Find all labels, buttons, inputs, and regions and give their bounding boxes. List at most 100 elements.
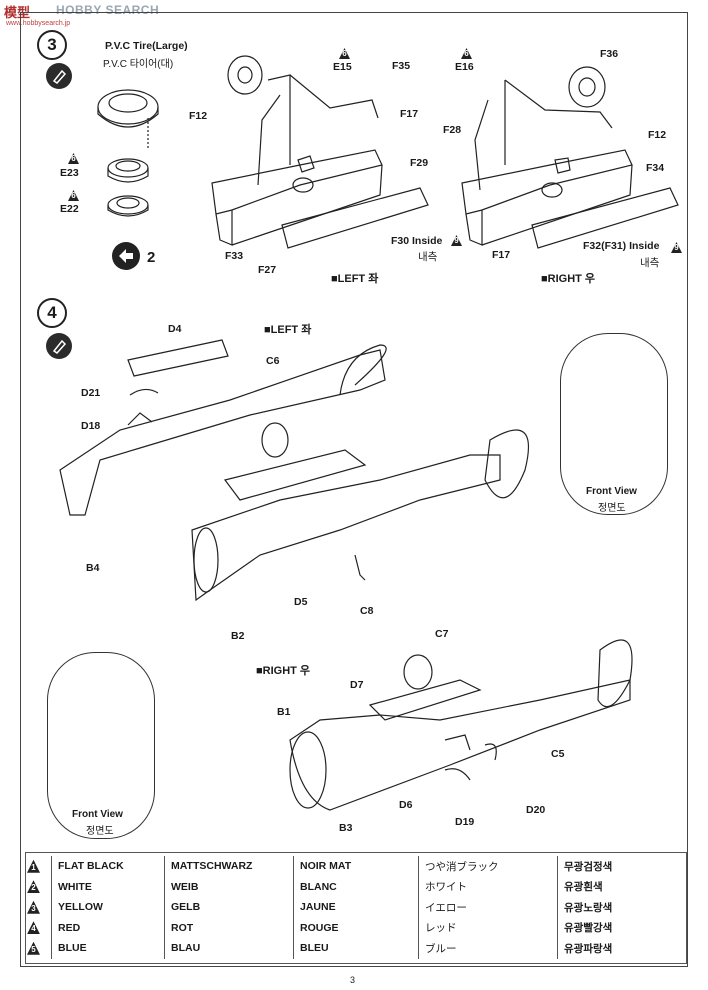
front-view-label: Front View — [72, 809, 123, 820]
part-d4: D4 — [168, 323, 182, 335]
part-b1: B1 — [277, 706, 291, 718]
part-f17-right: F17 — [492, 249, 511, 261]
color-name-fr: BLEU — [293, 938, 419, 959]
part-f34: F34 — [646, 162, 665, 174]
color-name-en: FLAT BLACK — [51, 856, 165, 877]
color-tag-f32: 9 — [671, 242, 682, 253]
color-number-badge: 3 — [27, 900, 40, 914]
left-gear-bay-drawing — [211, 149, 383, 215]
color-name-de: GELB — [164, 897, 294, 918]
color-name-de: ROT — [164, 917, 294, 938]
color-tag-f30: 9 — [451, 235, 462, 246]
right-fuselage-drawing — [289, 679, 631, 811]
part-f27: F27 — [258, 264, 277, 276]
part-d20: D20 — [526, 804, 546, 816]
part-f30-kr: 내측 — [418, 251, 438, 263]
part-f28: F28 — [443, 124, 462, 136]
part-f32-inside: F32(F31) Inside — [583, 240, 660, 252]
color-name-de: BLAU — [164, 938, 294, 959]
part-f32-kr: 내측 — [640, 257, 660, 269]
step3-right-title: ■RIGHT 우 — [541, 273, 596, 285]
color-name-fr: JAUNE — [293, 897, 419, 918]
left-fuselage-drawing — [59, 349, 386, 516]
left-tail-drawing — [484, 429, 529, 499]
color-name-de: MATTSCHWARZ — [164, 856, 294, 877]
part-c8: C8 — [360, 605, 374, 617]
paint-color-table: 1 FLAT BLACK MATTSCHWARZ NOIR MAT つや消ブラッ… — [25, 856, 687, 959]
part-c5: C5 — [551, 748, 565, 760]
part-c7: C7 — [435, 628, 449, 640]
right-tail-drawing — [597, 639, 633, 708]
part-b2: B2 — [231, 630, 245, 642]
page-frame — [20, 12, 688, 967]
color-tag-e23: 6 — [68, 153, 79, 164]
front-view-label: Front View — [586, 486, 637, 497]
part-d21: D21 — [81, 387, 101, 399]
color-name-fr: NOIR MAT — [293, 856, 419, 877]
color-name-fr: BLANC — [293, 876, 419, 897]
part-c6: C6 — [266, 355, 280, 367]
part-b3: B3 — [339, 822, 353, 834]
color-name-en: BLUE — [51, 938, 165, 959]
repeat-arrow-icon — [112, 242, 140, 270]
part-d5: D5 — [294, 596, 308, 608]
part-e23: E23 — [60, 167, 79, 179]
part-f12-right: F12 — [648, 129, 667, 141]
watermark-brand-text: HOBBY SEARCH — [56, 3, 160, 17]
color-name-fr: ROUGE — [293, 917, 419, 938]
wheel-e22-drawing — [107, 195, 149, 215]
part-f17-left: F17 — [400, 108, 419, 120]
step4-left-title: ■LEFT 좌 — [264, 324, 312, 336]
left-door-f30-drawing — [281, 187, 429, 249]
table-row: 1 FLAT BLACK MATTSCHWARZ NOIR MAT つや消ブラッ… — [25, 856, 687, 877]
part-e22: E22 — [60, 203, 79, 215]
part-f33: F33 — [225, 250, 244, 262]
part-d6: D6 — [399, 799, 413, 811]
part-f29: F29 — [410, 157, 429, 169]
right-wheel-4-drawing — [403, 654, 433, 690]
color-name-kr: 유광파랑색 — [557, 938, 687, 959]
right-wheel-drawing — [568, 66, 606, 108]
color-name-en: WHITE — [51, 876, 165, 897]
part-b4: B4 — [86, 562, 100, 574]
color-name-en: RED — [51, 917, 165, 938]
color-number-badge: 2 — [27, 880, 40, 894]
table-row: 2 WHITE WEIB BLANC ホワイト 유광흰색 — [25, 876, 687, 897]
pvc-tire-drawing — [97, 89, 159, 125]
repeat-count: 2 — [147, 249, 156, 266]
part-d18: D18 — [81, 420, 101, 432]
color-name-kr: 무광검정색 — [557, 856, 687, 877]
tire-title-kr: P.V.C 타이어(대) — [103, 59, 174, 70]
color-name-kr: 유광노랑색 — [557, 897, 687, 918]
color-number-badge: 5 — [27, 941, 40, 955]
left-bay-drawing — [223, 449, 367, 501]
step3-left-title: ■LEFT 좌 — [331, 273, 379, 285]
step-4-number: 4 — [37, 298, 67, 328]
step-3-number: 3 — [37, 30, 67, 60]
cement-icon — [46, 333, 72, 359]
step4-right-title: ■RIGHT 우 — [256, 665, 311, 677]
color-name-kr: 유광빨강색 — [557, 917, 687, 938]
part-d4-drawing — [127, 339, 229, 377]
color-tag-e22: 6 — [68, 190, 79, 201]
cement-icon — [46, 63, 72, 89]
color-name-en: YELLOW — [51, 897, 165, 918]
right-gear-bay-drawing — [461, 149, 633, 215]
color-name-jp: ホワイト — [418, 876, 558, 897]
page-number: 3 — [350, 975, 356, 985]
part-f35: F35 — [392, 60, 411, 72]
watermark-url: www.hobbysearch.jp — [6, 20, 71, 27]
table-row: 3 YELLOW GELB JAUNE イエロー 유광노랑색 — [25, 897, 687, 918]
front-view-panel-left — [560, 333, 668, 515]
part-d7: D7 — [350, 679, 364, 691]
watermark-logo-mark: 模型 — [4, 5, 31, 20]
front-view-panel-right — [47, 652, 155, 839]
part-f36: F36 — [600, 48, 619, 60]
part-f12-left: F12 — [189, 110, 208, 122]
color-name-kr: 유광흰색 — [557, 876, 687, 897]
wheel-e23-drawing — [107, 158, 149, 178]
color-name-jp: イエロー — [418, 897, 558, 918]
front-view-label-kr: 정면도 — [86, 826, 114, 837]
color-number-badge: 4 — [27, 921, 40, 935]
part-f30-inside: F30 Inside — [391, 235, 443, 247]
